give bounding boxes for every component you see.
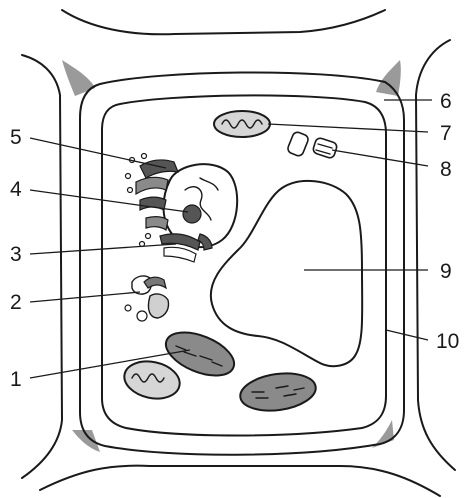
label-endoplasmic-reticulum: 5: [10, 126, 22, 149]
label-cell-wall: 6: [440, 90, 452, 113]
neighbor-cell-walls: [22, 10, 455, 496]
label-small-golgi: 2: [10, 291, 22, 314]
label-vacuole: 9: [440, 260, 452, 283]
leader-lines: [30, 100, 432, 378]
label-chloroplast: 1: [10, 368, 22, 391]
chloroplast-top: [286, 131, 337, 159]
mitochondrion-bottom: [121, 357, 183, 404]
mitochondrion-top: [214, 111, 270, 137]
label-nucleus: 4: [10, 178, 22, 201]
label-mitochondrion: 7: [440, 122, 452, 145]
label-golgi: 3: [10, 243, 22, 266]
small-golgi: [125, 276, 169, 321]
label-cell-membrane: 10: [436, 330, 459, 353]
label-chloroplast-top: 8: [440, 158, 452, 181]
vacuole: [211, 181, 362, 366]
chloroplast-bottom: [238, 369, 318, 415]
